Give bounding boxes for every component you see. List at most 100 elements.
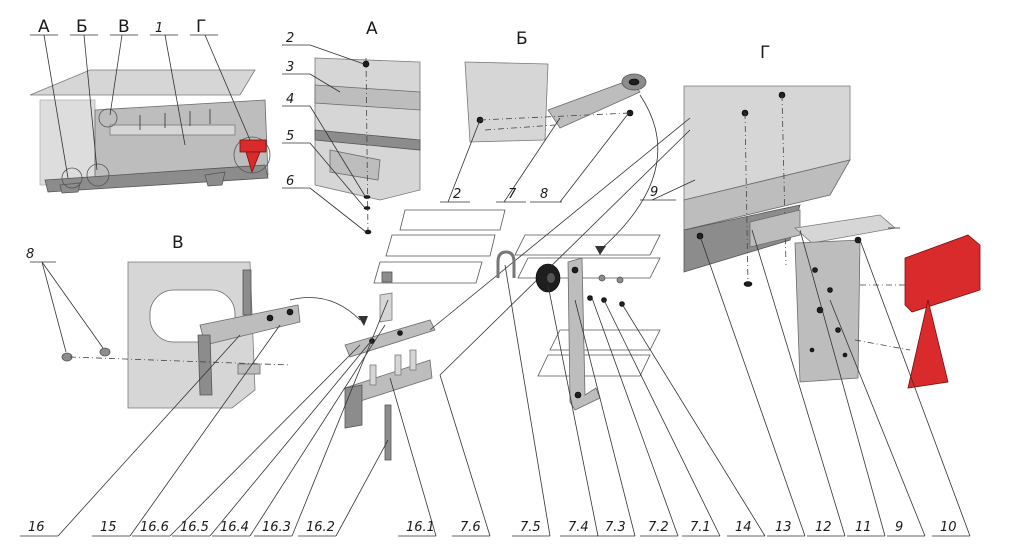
sheet-7 [537, 354, 651, 377]
part-16-base-side [344, 384, 363, 429]
bottom-leader [335, 439, 389, 537]
overview-label-a: А [38, 17, 50, 37]
bottom-leader [859, 239, 971, 537]
bottom-leader [169, 344, 361, 537]
sheet-5 [517, 257, 661, 279]
label-6: 6 [286, 174, 294, 189]
bottom-label-10: 10 [940, 520, 957, 535]
overview-reflector-triangle [245, 151, 261, 174]
view-v-arrow [289, 297, 361, 321]
reflector-rect [904, 234, 981, 313]
bottom-label-16-4: 16.4 [220, 520, 249, 535]
view-v-strap [197, 334, 213, 396]
label-9-a: 9 [650, 185, 658, 200]
bottom-label-7-5: 7.5 [520, 520, 541, 535]
part-16-clamp [344, 319, 436, 358]
bottom-label-7-1: 7.1 [690, 520, 711, 535]
part-16-nut [381, 271, 393, 283]
view-b-eye-hole [628, 78, 640, 86]
view-b-arrow [599, 94, 659, 251]
bottom-leader [547, 284, 599, 537]
sheet-3 [373, 261, 483, 284]
sheet-2 [385, 234, 496, 257]
bottom-leader [574, 299, 636, 537]
reflector-triangle [907, 299, 949, 389]
bottom-leader [603, 299, 721, 537]
part-7-6-ubolt [496, 250, 516, 278]
overview-side-panel [94, 99, 269, 186]
plate-11 [794, 239, 861, 383]
view-g-title: Г [760, 43, 770, 63]
bottom-label-14: 14 [735, 520, 752, 535]
overview-slot [109, 124, 236, 136]
bottom-leader [57, 334, 241, 537]
bottom-label-7-4: 7.4 [568, 520, 589, 535]
overview-circle-v [98, 108, 118, 128]
label-4: 4 [286, 92, 294, 107]
label-7: 7 [508, 187, 517, 202]
bottom-label-11: 11 [855, 520, 872, 535]
bottom-leader [591, 297, 679, 537]
view-a-nut [364, 229, 372, 235]
bottom-label-7-6: 7.6 [460, 520, 481, 535]
label-8-a: 8 [540, 187, 548, 202]
bottom-label-12: 12 [815, 520, 832, 535]
overview-top-frame [29, 69, 256, 96]
bottom-leader [209, 339, 373, 537]
bottom-leader [751, 229, 846, 537]
bottom-label-16-2: 16.2 [306, 520, 335, 535]
overview-label-b: Б [76, 17, 88, 37]
overview-circle-a [61, 167, 83, 189]
view-v: В 8 [26, 233, 368, 409]
view-g-nut [743, 281, 753, 287]
view-b-title: Б [516, 29, 528, 49]
bottom-leaders [20, 229, 971, 537]
overview-bottom-rail [44, 164, 269, 193]
bottom-leader [504, 264, 551, 537]
overview-left-panel [39, 99, 96, 186]
label-2-b: 2 [453, 187, 461, 202]
bottom-label-9: 9 [895, 520, 903, 535]
view-g: Г 9 [640, 43, 981, 389]
plate-11-top [794, 214, 896, 244]
view-v-nut-2 [99, 347, 111, 357]
bottom-leader [249, 324, 386, 537]
overview-foot [204, 171, 226, 187]
bottom-label-15: 15 [100, 520, 117, 535]
view-a-rail [314, 84, 421, 111]
bottom-leader [389, 377, 437, 537]
label-8-b: 8 [26, 247, 34, 262]
bottom-leader [621, 303, 766, 537]
sheet-1 [399, 209, 506, 231]
bracket-12 [749, 209, 801, 248]
overview-circle-b [86, 163, 110, 187]
overview-label-g: Г [196, 17, 206, 37]
view-a: А 2 3 4 5 6 [282, 19, 421, 236]
bottom-leader [129, 324, 281, 537]
label-2-a: 2 [286, 31, 294, 46]
bottom-leader [829, 299, 926, 537]
view-b: Б 2 7 8 [440, 29, 659, 255]
label-3: 3 [286, 60, 294, 75]
overview-label-1: 1 [155, 21, 163, 36]
bottom-label-13: 13 [775, 520, 792, 535]
part-16-bolt [384, 404, 392, 461]
view-a-washer-2 [363, 206, 371, 210]
overview-assembly: А Б В 1 Г [29, 17, 271, 194]
sheet-4 [514, 234, 661, 256]
overview-label-v: В [118, 17, 130, 37]
bottom-leader [799, 229, 886, 537]
bottom-label-16: 16 [28, 520, 45, 535]
bottom-label-16-1: 16.1 [406, 520, 435, 535]
bottom-label-7-3: 7.3 [605, 520, 626, 535]
view-a-bracket [329, 149, 381, 181]
exploded-parts [344, 117, 691, 461]
view-a-lower-rail [314, 129, 421, 151]
view-a-washer [363, 195, 371, 199]
bottom-leader [699, 235, 806, 537]
bottom-label-16-3: 16.3 [262, 520, 291, 535]
bottom-label-16-5: 16.5 [180, 520, 209, 535]
overview-reflector [239, 139, 267, 153]
